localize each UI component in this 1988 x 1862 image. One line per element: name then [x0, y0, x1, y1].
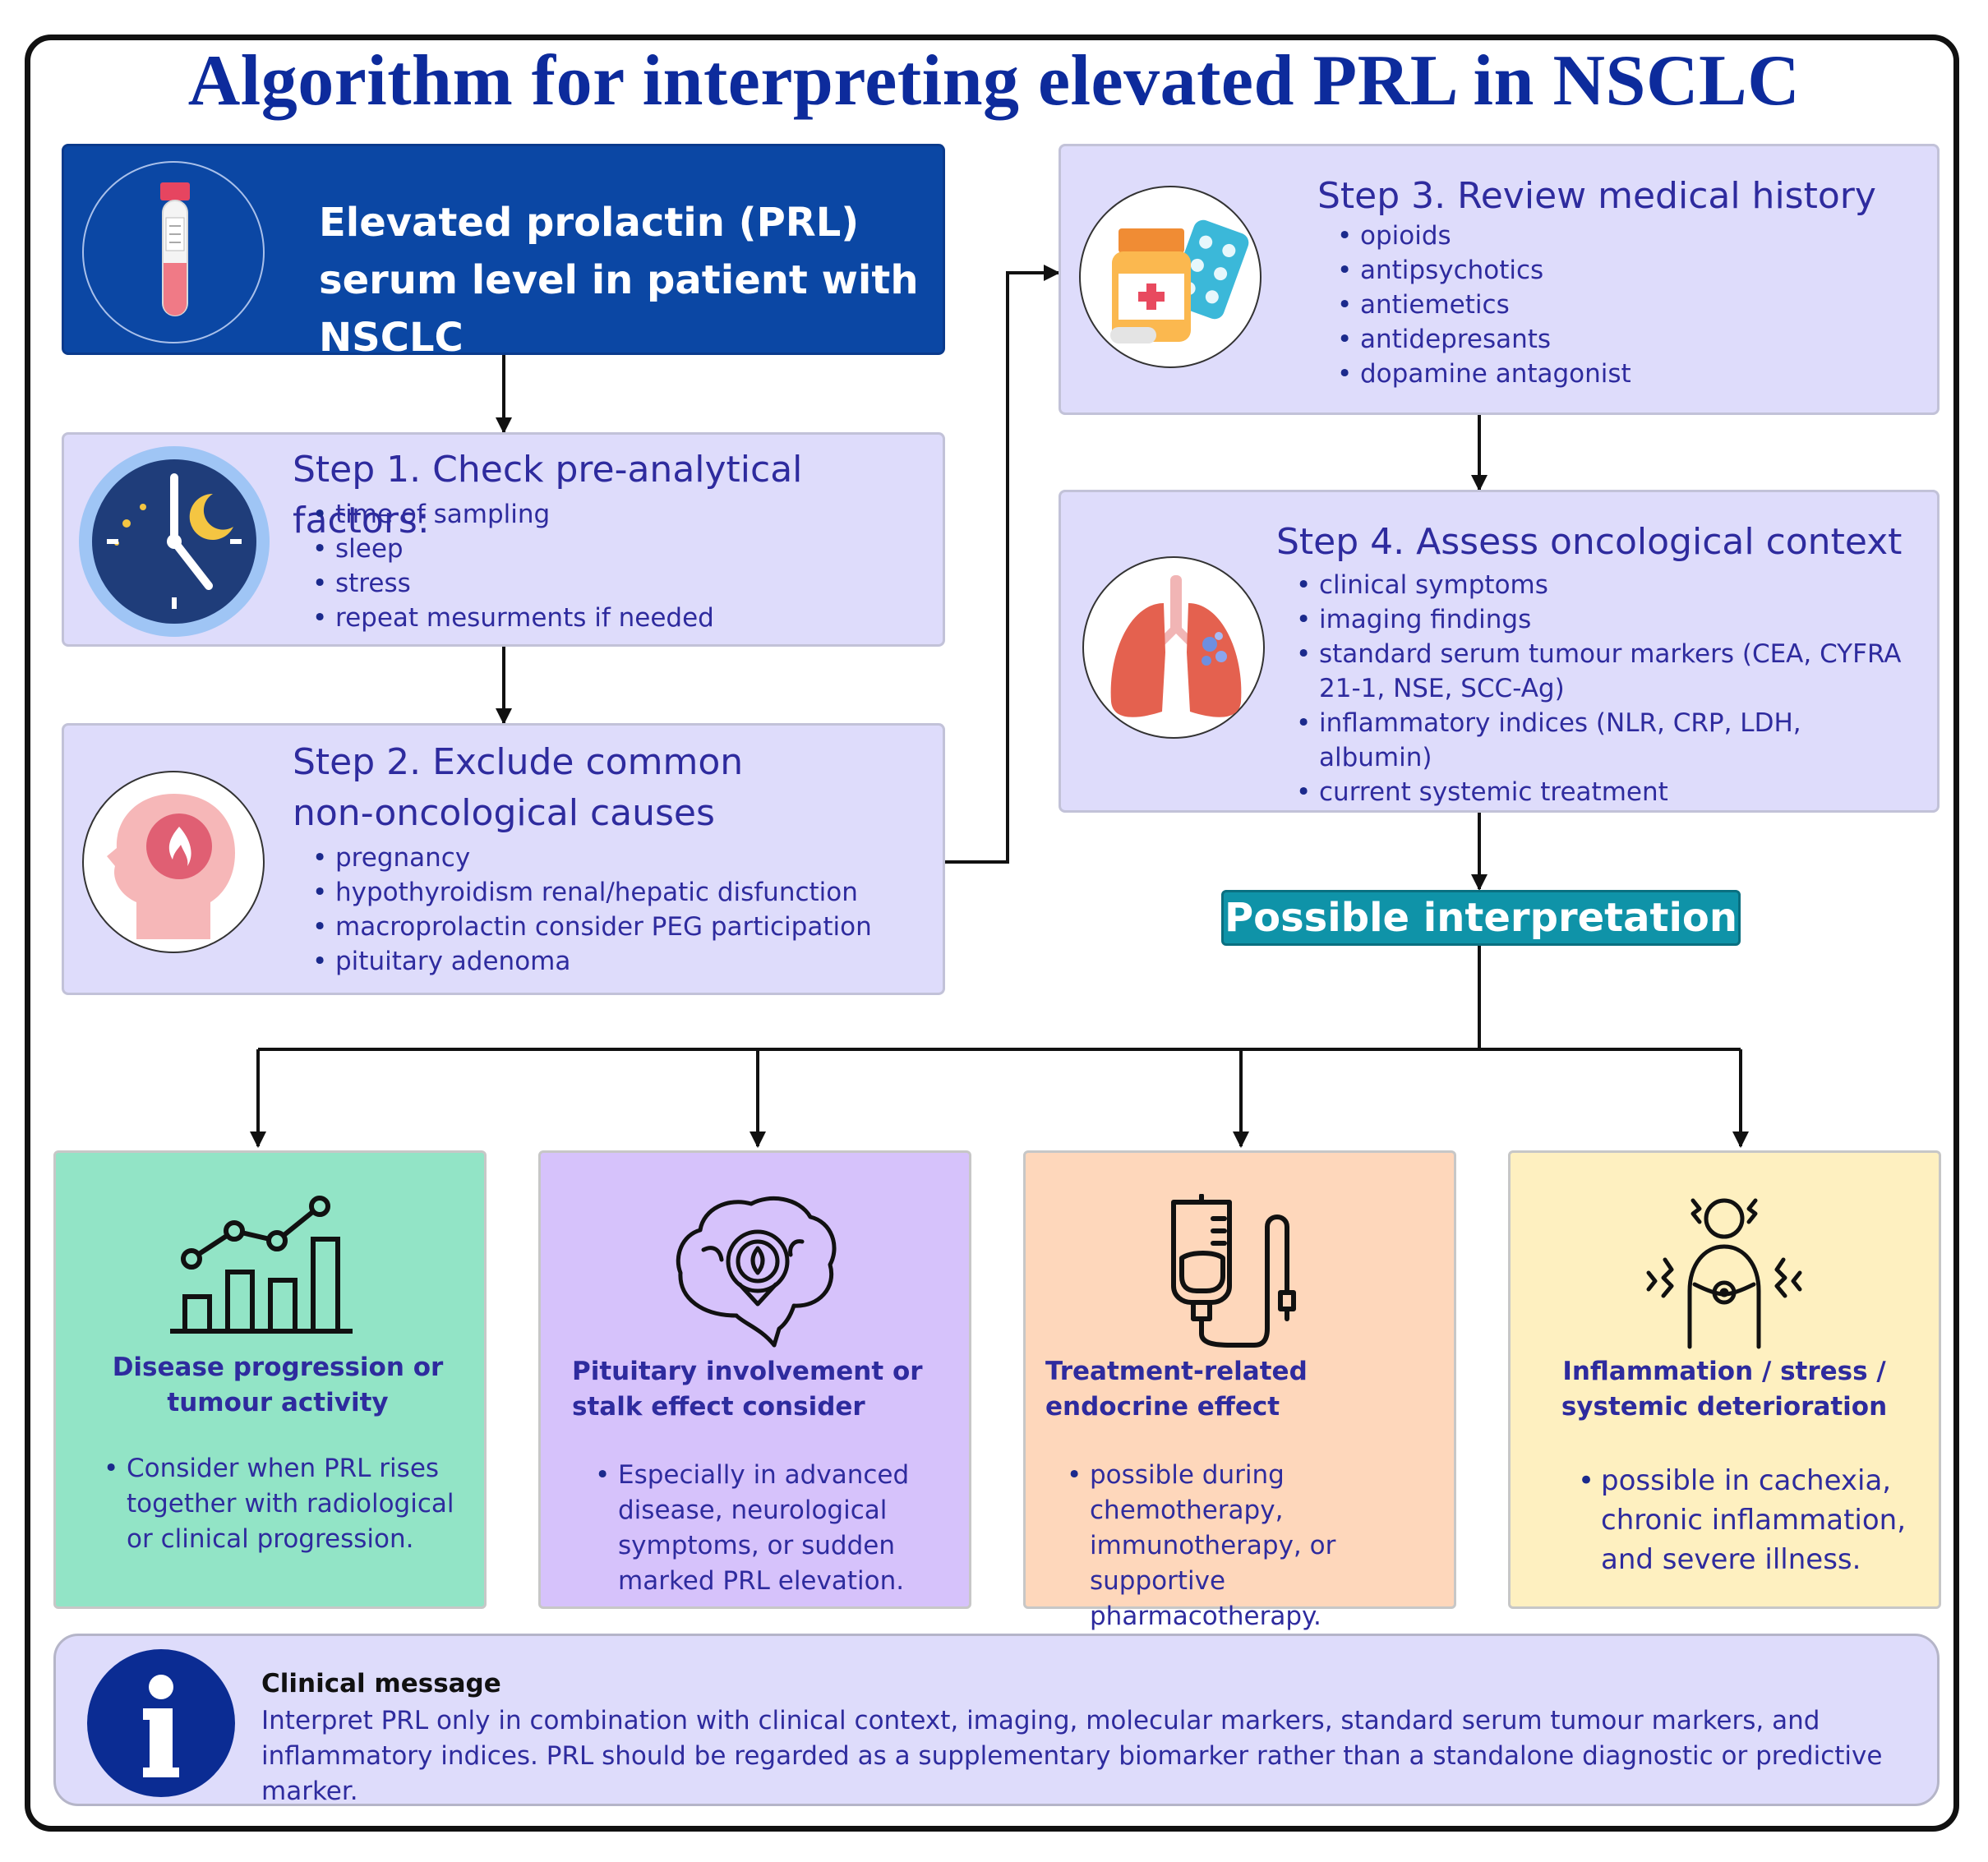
- outcome-list: Consider when PRL rises together with ra…: [104, 1451, 457, 1557]
- iv-drip-icon: [1171, 1194, 1296, 1348]
- rising-chart-icon: [170, 1196, 353, 1334]
- step4-box: Step 4. Assess oncological context clini…: [1059, 490, 1940, 813]
- brain-pituitary-icon: [676, 1196, 837, 1348]
- clinical-message-box: Clinical message Interpret PRL only in c…: [53, 1634, 1940, 1806]
- info-icon: [87, 1649, 235, 1797]
- outcome-card-pituitary-involvement: Pituitary involvement or stalk effect co…: [538, 1150, 971, 1609]
- hero-box: Elevated prolactin (PRL) serum level in …: [62, 144, 945, 361]
- step1-box: Step 1. Check pre-analytical factors: ti…: [62, 432, 945, 647]
- step1-list: time of sampling sleep stress repeat mes…: [312, 497, 937, 635]
- list-item: antiemetics: [1337, 288, 1912, 322]
- list-item: possible during chemotherapy, immunother…: [1067, 1458, 1445, 1634]
- step3-list: opioids antipsychotics antiemetics antid…: [1337, 219, 1912, 391]
- lungs-icon: [1110, 575, 1242, 717]
- list-item: antipsychotics: [1337, 253, 1912, 288]
- list-item: current systemic treatment: [1296, 775, 1921, 809]
- list-item: sleep: [312, 532, 937, 566]
- outcome-card-treatment-related: Treatment-related endocrine effect possi…: [1023, 1150, 1456, 1631]
- list-item: pregnancy: [312, 841, 937, 875]
- outcome-list: possible during chemotherapy, immunother…: [1067, 1458, 1445, 1634]
- list-item: antidepresants: [1337, 322, 1912, 357]
- outcome-list: possible in cachexia, chronic inflammati…: [1578, 1461, 1907, 1579]
- outcome-title: Disease progression or tumour activity: [112, 1353, 444, 1417]
- list-item: stress: [312, 566, 937, 601]
- list-item: Consider when PRL rises together with ra…: [104, 1451, 457, 1557]
- outcome-card-disease-progression: Disease progression or tumour activity C…: [53, 1150, 487, 1609]
- medication-icon: [1110, 219, 1249, 343]
- clock-moon-icon: [79, 446, 270, 637]
- head-pituitary-icon: [107, 794, 235, 939]
- list-item: repeat mesurments if needed: [312, 601, 937, 635]
- step4-title: Step 4. Assess oncological context: [1276, 521, 1903, 563]
- clinical-message-text: Interpret PRL only in combination with c…: [261, 1706, 1883, 1806]
- hero-icon-circle: [82, 161, 265, 343]
- step2-list: pregnancy hypothyroidism renal/hepatic d…: [312, 841, 937, 979]
- step4-list: clinical symptoms imaging findings stand…: [1296, 568, 1921, 809]
- step3-box: Step 3. Review medical history opioids a…: [1059, 144, 1940, 415]
- list-item: possible in cachexia, chronic inflammati…: [1578, 1461, 1907, 1579]
- list-item: macroprolactin consider PEG participatio…: [312, 910, 937, 944]
- interpretation-label: Possible interpretation: [1221, 890, 1741, 946]
- step2-box: Step 2. Exclude common non-oncological c…: [62, 723, 945, 995]
- list-item: clinical symptoms: [1296, 568, 1921, 602]
- list-item: time of sampling: [312, 497, 937, 532]
- list-item: inflammatory indices (NLR, CRP, LDH, alb…: [1296, 706, 1921, 775]
- stressed-person-icon: [1646, 1198, 1802, 1349]
- list-item: hypothyroidism renal/hepatic disfunction: [312, 875, 937, 910]
- diagram-title: Algorithm for interpreting elevated PRL …: [187, 41, 1801, 121]
- list-item: dopamine antagonist: [1337, 357, 1912, 391]
- outcome-title: Pituitary involvement or stalk effect co…: [572, 1357, 923, 1422]
- step2-title: Step 2. Exclude common non-oncological c…: [293, 741, 744, 834]
- list-item: standard serum tumour markers (CEA, CYFR…: [1296, 637, 1921, 706]
- outcome-list: Especially in advanced disease, neurolog…: [595, 1458, 948, 1599]
- list-item: imaging findings: [1296, 602, 1921, 637]
- figure-frame: [25, 35, 1959, 1832]
- list-item: pituitary adenoma: [312, 944, 937, 979]
- outcome-title: Treatment-related endocrine effect: [1045, 1357, 1308, 1422]
- outcome-title: Inflammation / stress / systemic deterio…: [1561, 1357, 1888, 1422]
- hero-text: Elevated prolactin (PRL) serum level in …: [319, 200, 919, 361]
- list-item: opioids: [1337, 219, 1912, 253]
- outcome-card-inflammation-stress: Inflammation / stress / systemic deterio…: [1508, 1150, 1941, 1609]
- clinical-message-title: Clinical message: [261, 1669, 501, 1698]
- list-item: Especially in advanced disease, neurolog…: [595, 1458, 948, 1599]
- step3-title: Step 3. Review medical history: [1317, 175, 1876, 217]
- blood-test-tube-icon: [160, 182, 190, 316]
